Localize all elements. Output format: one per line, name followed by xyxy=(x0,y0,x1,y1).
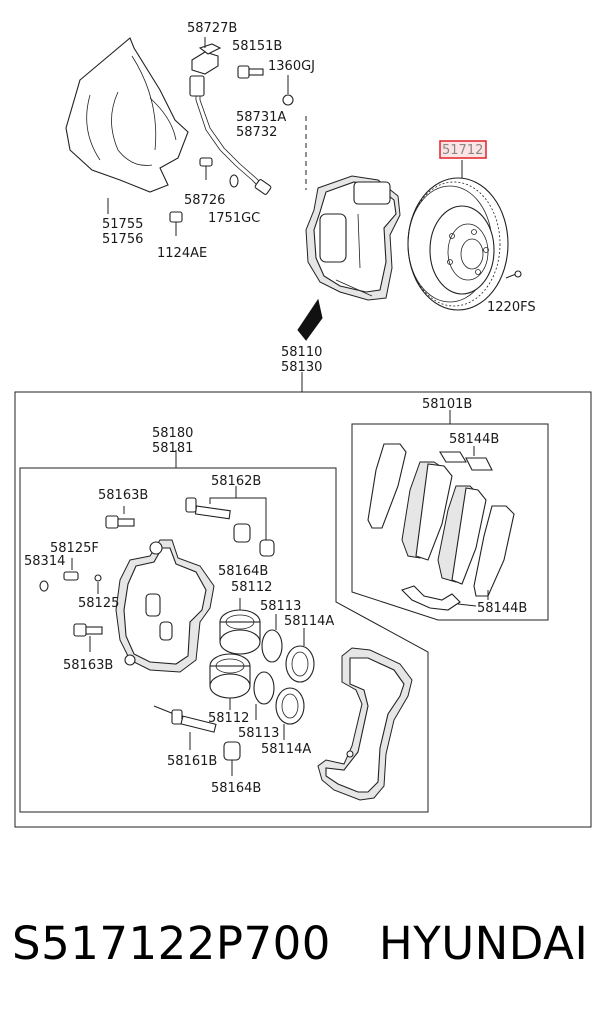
pad-clips-top xyxy=(439,446,493,471)
label-58164B-bottom: 58164B xyxy=(211,781,261,796)
brand-name: HYUNDAI xyxy=(378,916,589,970)
caliper-body xyxy=(115,539,215,673)
part-number: S517122P700 xyxy=(12,916,331,970)
label-58180: 58180 xyxy=(152,426,193,441)
seals-58113 xyxy=(253,614,283,720)
brake-disc-51712 xyxy=(407,160,509,311)
brake-pads xyxy=(367,443,515,600)
label-58151B: 58151B xyxy=(232,39,282,54)
label-1360GJ: 1360GJ xyxy=(268,59,315,74)
bolt-58151B xyxy=(237,65,264,79)
label-58125: 58125 xyxy=(78,596,119,611)
label-58112-bottom: 58112 xyxy=(208,711,249,726)
pad-clips-bottom xyxy=(400,585,477,611)
dust-shield xyxy=(65,37,189,193)
boots-58114A xyxy=(275,628,315,740)
label-58113-bottom: 58113 xyxy=(238,726,279,741)
bolt-58163B-bottom xyxy=(73,623,103,652)
label-58112-top: 58112 xyxy=(231,580,272,595)
highlight-box-51712 xyxy=(439,140,487,159)
label-58314: 58314 xyxy=(24,554,65,569)
bracket-58727B xyxy=(191,37,222,75)
label-58144B-bottom: 58144B xyxy=(477,601,527,616)
label-58113-top: 58113 xyxy=(260,599,301,614)
label-58125F: 58125F xyxy=(50,541,99,556)
label-58727B: 58727B xyxy=(187,21,237,36)
label-51755: 51755 xyxy=(102,217,143,232)
label-1220FS: 1220FS xyxy=(487,300,536,315)
pad-kit-frame xyxy=(351,423,549,621)
caliper-kit-frame xyxy=(19,467,429,813)
caption: S517122P700 HYUNDAI xyxy=(12,908,602,978)
label-58732: 58732 xyxy=(236,125,277,140)
bolt-58726 xyxy=(199,157,213,180)
bolt-1124AE xyxy=(169,211,183,236)
guide-pins-58162B xyxy=(185,486,275,557)
label-58114A-bottom: 58114A xyxy=(261,742,311,757)
pistons-58112 xyxy=(209,598,261,710)
caliper-bracket xyxy=(317,647,413,801)
label-58163B-top: 58163B xyxy=(98,488,148,503)
guide-pin-58161B xyxy=(153,705,217,750)
assembly-frame xyxy=(14,391,592,828)
label-58144B-top: 58144B xyxy=(449,432,499,447)
label-1751GC: 1751GC xyxy=(208,211,260,226)
label-51712: 51712 xyxy=(442,143,483,158)
washer-1751GC xyxy=(229,174,239,188)
label-58110: 58110 xyxy=(281,345,322,360)
bolt-58163B-top xyxy=(105,506,135,529)
label-58114A-top: 58114A xyxy=(284,614,334,629)
label-1124AE: 1124AE xyxy=(157,246,207,261)
bleeder-1360GJ xyxy=(282,75,294,106)
label-51756: 51756 xyxy=(102,232,143,247)
label-58726: 58726 xyxy=(184,193,225,208)
brake-hose xyxy=(189,75,272,195)
pointer-arrow xyxy=(297,298,323,341)
brake-assembly-diagram: 58727B 58151B 1360GJ 58731A 58732 58726 … xyxy=(14,21,592,828)
boot-58164B-bottom xyxy=(223,741,241,776)
bleeder-58125F xyxy=(39,558,102,594)
label-58130: 58130 xyxy=(281,360,322,375)
label-58162B: 58162B xyxy=(211,474,261,489)
label-58164B-top: 58164B xyxy=(218,564,268,579)
caliper-assembly-top xyxy=(305,175,401,301)
screw-1220FS xyxy=(505,270,522,279)
label-58161B: 58161B xyxy=(167,754,217,769)
label-58163B-bottom: 58163B xyxy=(63,658,113,673)
label-58731A: 58731A xyxy=(236,110,286,125)
label-58101B: 58101B xyxy=(422,397,472,412)
label-58181: 58181 xyxy=(152,441,193,456)
